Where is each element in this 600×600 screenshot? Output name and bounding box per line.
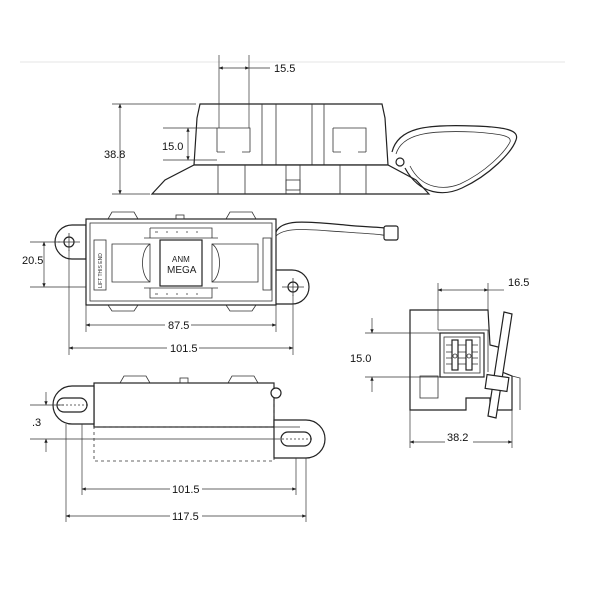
dim-label-plan-inner-length: 87.5	[168, 320, 189, 332]
dim-label-top-height: 38.8	[104, 149, 125, 161]
front-cable-tie	[391, 124, 518, 194]
fuse-model-label: MEGA	[167, 265, 197, 276]
fuse-brand-label: ANM	[172, 255, 190, 264]
dim-plan-length: 101.5	[68, 250, 294, 355]
dim-label-plan-length: 101.5	[170, 343, 198, 355]
dim-label-top-inner-height: 15.0	[162, 141, 183, 153]
dim-label-side-depth: 38.2	[447, 432, 468, 444]
bottom-left-ear	[52, 385, 95, 425]
bottom-view	[52, 375, 326, 462]
bottom-body	[93, 382, 275, 428]
dim-top-height: 38.8	[104, 103, 196, 195]
dim-plan-height: 20.5	[22, 241, 86, 288]
dim-label-bottom-partial: .3	[32, 417, 41, 429]
front-body-base	[150, 164, 431, 195]
dim-top-width: 15.5	[218, 55, 295, 128]
plan-view: LIFT THIS END ANM MEGA	[54, 211, 399, 312]
front-elevation-view	[150, 103, 518, 195]
dim-bottom-length: 117.5	[65, 424, 307, 523]
dim-label-top-width: 15.5	[274, 63, 295, 75]
dim-side-height: 15.0	[350, 318, 440, 392]
dim-label-plan-height: 20.5	[22, 255, 43, 267]
dim-label-bottom-inner-length: 101.5	[172, 484, 200, 496]
plan-side-note: LIFT THIS END	[98, 253, 104, 288]
dim-label-side-width: 16.5	[508, 277, 529, 289]
front-body-upper	[193, 103, 389, 166]
dim-side-width: 16.5	[437, 277, 529, 330]
dim-top-inner-height: 15.0	[162, 127, 217, 161]
dim-plan-inner-length: 87.5	[85, 305, 277, 332]
dim-label-bottom-length: 117.5	[172, 511, 199, 523]
dim-bottom-inner-length: 101.5	[81, 424, 297, 496]
dim-label-side-height: 15.0	[350, 353, 371, 365]
dim-side-depth: 38.2	[409, 410, 513, 448]
dim-bottom-partial: .3	[30, 392, 278, 452]
side-view	[409, 309, 521, 419]
